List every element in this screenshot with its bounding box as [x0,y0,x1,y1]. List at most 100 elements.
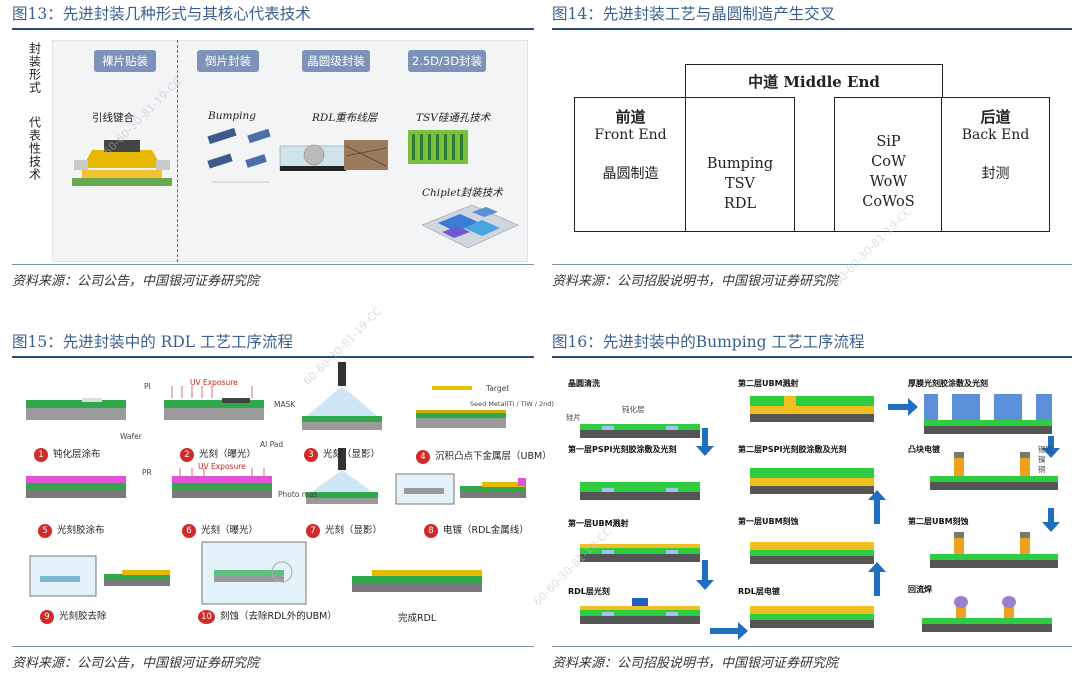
bumping-illustration [207,127,271,183]
label-bump-plating: 凸块电镀 [908,445,940,454]
step-label: 光刻（曝光） [201,525,259,536]
title-rule [12,28,534,30]
tag-silicon: 硅片 [566,413,581,422]
rdl-step-9: 9 光刻胶去除 [40,608,107,624]
figure-16: 图16：先进封装中的Bumping 工艺工序流程 [552,328,1072,684]
back-end-en: Back End [961,127,1030,143]
tag-photo-mask: Photo mas [278,490,318,499]
form-pill-flip-chip: 倒片封装 [197,50,259,72]
front-end-cn: 前道 [615,108,646,126]
form-pill-25d3d: 2.5D/3D封装 [408,50,486,72]
step-number: 7 [306,523,320,538]
tag-nickel: 镍 [1038,455,1046,464]
back-end-content: 封测 [981,166,1010,182]
middle-left-box: Bumping TSV RDL [685,97,795,232]
title-rule [12,356,534,358]
tag-wafer: Wafer [120,432,142,441]
step-number: 1 [34,447,48,462]
title-rule [552,356,1072,358]
form-pill-die-attach: 裸片贴装 [94,50,156,72]
step1-illus [26,398,126,420]
tech-bumping: Bumping [208,110,256,122]
front-end-en: Front End [594,127,667,143]
label-ubm-etch-1: 第一层UBM刻蚀 [738,517,799,526]
tag-seed-metal: Seed Metal(Ti / TiW / 2nd) [470,400,554,408]
step8-illus [395,473,526,505]
figure-source: 资料来源：公司招股说明书，中国银河证券研究院 [552,656,839,671]
rdl-step-3: 3 光刻（显影） [304,446,380,462]
label-pspi-1: 第一层PSPI光刻胶涂敷及光刻 [568,445,677,454]
rdl-step-4: 4 沉积凸点下金属层（UBM） [416,448,552,464]
form-pill-wafer-level: 晶圆级封装 [302,50,370,72]
step-label: 沉积凸点下金属层（UBM） [435,451,552,462]
figure-title: 图14：先进封装工艺与晶圆制造产生交叉 [552,5,836,23]
step-number: 10 [198,609,215,624]
fig13-illustrations [72,127,519,249]
step-label: 光刻（曝光） [199,449,257,460]
label-pspi-2: 第二层PSPI光刻胶涂敷及光刻 [738,445,847,454]
middle-right-item: CoWoS [862,194,915,210]
step10-illus [201,541,307,605]
step5-illus [26,476,126,498]
rdl-illustration [279,140,388,171]
tag-al-pad: Al Pad [260,440,284,449]
step-number: 5 [38,523,52,538]
step-number: 3 [304,447,318,462]
step-number: 9 [40,609,54,624]
step-label: 钝化层涂布 [53,449,101,460]
label-ubm-sputter-1: 第一层UBM溅射 [568,519,629,528]
step-number: 4 [416,449,430,464]
front-end-content: 晶圆制造 [602,166,659,182]
tech-rdl: RDL重布线层 [312,112,378,124]
step-label: 光刻（显影） [325,525,383,536]
label-rdl-litho: RDL层光刻 [568,587,610,596]
chiplet-illustration [421,204,519,249]
figure-source: 资料来源：公司招股说明书，中国银河证券研究院 [552,274,839,289]
middle-end-title: 中道 Middle End [748,73,880,91]
tech-chiplet: Chiplet封装技术 [422,187,503,199]
label-rdl-plating: RDL层电镀 [738,587,780,596]
back-end-box: 后道 Back End 封测 [941,97,1050,232]
middle-right-item: WoW [869,174,908,190]
figure-15: 图15：先进封装中的 RDL 工艺工序流程 PI Wafer UV Exposu… [12,328,554,684]
figure-13: 图13：先进封装几种形式与其核心代表技术 封装形式 代表性技术 裸片贴装 倒片封… [12,0,534,300]
row-label-techs: 代表性技术 [27,116,42,181]
step4-illus [416,386,506,428]
source-rule [552,264,1072,265]
tech-wire-bonding: 引线键合 [92,112,134,124]
source-rule [12,646,534,647]
bumping-process-illustrations [580,394,1060,640]
front-end-box: 前道 Front End 晶圆制造 [574,97,687,232]
tag-uv-exposure-1: UV Exposure [190,378,238,387]
step-number: 6 [182,523,196,538]
middle-right-item: SiP [876,134,901,150]
step-label: 光刻（显影） [323,449,381,460]
tag-solder: 锡铅 [1038,445,1053,454]
label-reflow: 回流焊 [908,585,932,594]
middle-left-item: TSV [724,176,756,192]
tsv-illustration [408,130,468,164]
step-label: 电镀（RDL金属线） [443,525,529,536]
title-rule [552,28,1072,30]
rdl-step-10: 10 刻蚀（去除RDL外的UBM） [198,608,337,624]
figure-title: 图15：先进封装中的 RDL 工艺工序流程 [12,333,293,351]
label-wafer-clean: 晶圆清洗 [568,379,600,388]
middle-left-item: Bumping [706,156,774,172]
step-label: 刻蚀（去除RDL外的UBM） [220,611,337,622]
label-thick-pr: 厚膜光刻胶涂敷及光刻 [908,379,988,388]
label-ubm-etch-2: 第二层UBM刻蚀 [908,517,969,526]
rdl-process-illustrations [26,362,526,605]
middle-right-box: SiP CoW WoW CoWoS [834,97,943,232]
figure-14: 图14：先进封装工艺与晶圆制造产生交叉 中道 Middle End 前道 Fro… [552,0,1072,300]
step-label: 光刻胶去除 [59,611,107,622]
figure-title: 图13：先进封装几种形式与其核心代表技术 [12,5,311,23]
tag-pi: PI [144,382,151,391]
step7-illus [306,448,378,504]
step2-illus [164,386,264,420]
label-ubm-sputter-2: 第二层UBM溅射 [738,379,799,388]
source-rule [552,646,1072,647]
figure-source: 资料来源：公司公告，中国银河证券研究院 [12,274,260,289]
figure-source: 资料来源：公司公告，中国银河证券研究院 [12,656,260,671]
